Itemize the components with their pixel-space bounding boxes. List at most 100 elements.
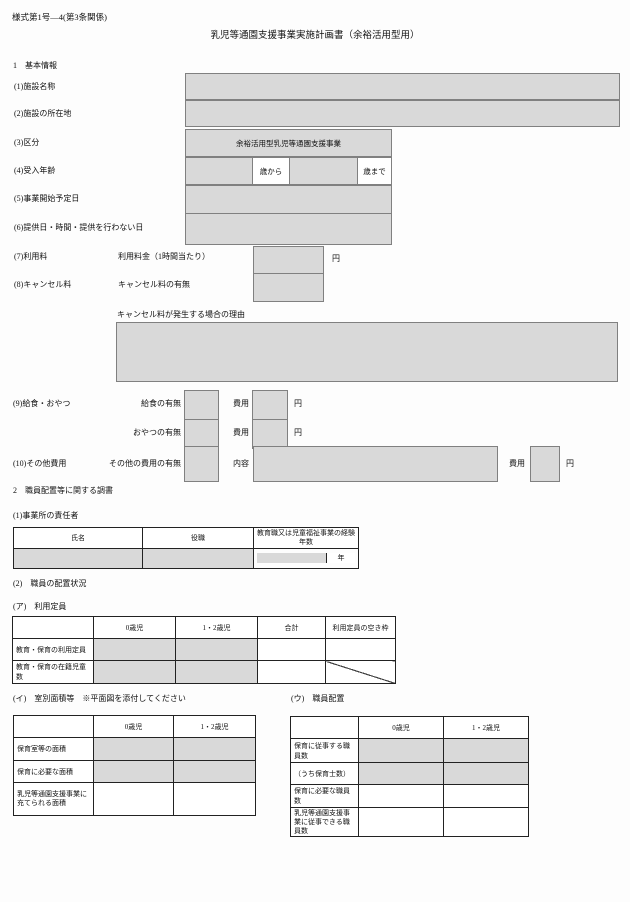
staff-available-age0-cell[interactable]: [358, 806, 444, 838]
staff-corner-cell: [290, 716, 359, 739]
other-presence-field[interactable]: [184, 446, 219, 482]
cancel-label: (8)キャンセル料: [14, 280, 72, 289]
other-content-field[interactable]: [253, 446, 498, 482]
area-allocated-age12-cell[interactable]: [173, 782, 256, 816]
staffing-heading: (2) 職員の配置状況: [13, 579, 87, 588]
area-row-room-label: 保育室等の面積: [13, 737, 94, 761]
manager-name-cell[interactable]: [13, 547, 143, 569]
staff-licensed-age0-cell[interactable]: [358, 762, 444, 785]
age-from-field[interactable]: [186, 158, 252, 184]
section1-heading: 1 基本情報: [13, 61, 57, 70]
start-date-field[interactable]: [185, 185, 392, 214]
schedule-label: (6)提供日・時間・提供を行わない日: [14, 223, 144, 232]
capacity-table: 0歳児 1・2歳児 合計 利用定員の空き枠 教育・保育の利用定員 教育・保育の在…: [12, 616, 396, 684]
meal-presence-label: 給食の有無: [141, 399, 181, 408]
address-field[interactable]: [185, 100, 620, 127]
manager-col-role: 役職: [142, 527, 254, 549]
staff-required-age12-cell[interactable]: [443, 784, 529, 808]
cancel-presence-field[interactable]: [253, 273, 324, 302]
capacity-col-vacancy: 利用定員の空き枠: [325, 616, 396, 639]
meal-presence-field[interactable]: [184, 390, 219, 420]
snack-cost-label: 費用: [233, 428, 249, 437]
staff-required-age0-cell[interactable]: [358, 784, 444, 808]
snack-presence-label: おやつの有無: [133, 428, 181, 437]
snack-yen-label: 円: [294, 428, 302, 437]
age-from-suffix: 歳から: [252, 158, 289, 184]
staff-licensed-age12-cell[interactable]: [443, 762, 529, 785]
capacity-enrolled-vacancy-diagonal-cell: [325, 660, 396, 684]
capacity-row-quota-label: 教育・保育の利用定員: [12, 638, 94, 661]
capacity-enrolled-age0-cell[interactable]: [93, 660, 176, 684]
manager-heading: (1)事業所の責任者: [13, 511, 79, 520]
area-row-allocated-label: 乳児等通園支援事業に充てられる面積: [13, 782, 94, 816]
staff-row-available-label: 乳児等通園支援事業に従事できる職員数: [290, 806, 359, 838]
staff-engaged-age0-cell[interactable]: [358, 738, 444, 763]
capacity-col-total: 合計: [257, 616, 326, 639]
meal-cost-field[interactable]: [252, 390, 288, 420]
staff-row-required-label: 保育に必要な職員数: [290, 784, 359, 808]
facility-name-field[interactable]: [185, 73, 620, 100]
staff-available-age12-cell[interactable]: [443, 806, 529, 838]
category-value: 余裕活用型乳児等通園支援事業: [236, 138, 341, 148]
manager-experience-input[interactable]: [257, 553, 327, 563]
page-title: 乳児等通園支援事業実施計画書（余裕活用型用）: [210, 31, 420, 41]
snack-cost-field[interactable]: [252, 419, 288, 449]
cancel-presence-label: キャンセル料の有無: [118, 280, 190, 289]
category-field[interactable]: 余裕活用型乳児等通園支援事業: [185, 129, 392, 157]
age-range-band: 歳から 歳まで: [185, 157, 392, 185]
staff-table: 0歳児 1・2歳児 保育に従事する職員数 （うち保育士数） 保育に必要な職員数 …: [290, 716, 529, 838]
meal-section-label: (9)給食・おやつ: [13, 399, 71, 408]
cancel-reason-field[interactable]: [116, 322, 618, 382]
other-yen-label: 円: [566, 459, 574, 468]
schedule-field[interactable]: [185, 213, 392, 245]
area-corner-cell: [13, 715, 94, 738]
other-cost-field[interactable]: [530, 446, 560, 482]
age-to-field[interactable]: [289, 158, 357, 184]
capacity-enrolled-age12-cell[interactable]: [175, 660, 258, 684]
capacity-quota-vacancy-cell[interactable]: [325, 638, 396, 661]
capacity-heading: (ア) 利用定員: [13, 602, 67, 611]
capacity-col-age12: 1・2歳児: [175, 616, 258, 639]
staff-col-age0: 0歳児: [358, 716, 444, 739]
staff-row-licensed-label: （うち保育士数）: [290, 762, 359, 785]
area-heading: (イ) 室別面積等 ※平面図を添付してください: [13, 694, 186, 703]
area-col-age0: 0歳児: [93, 715, 174, 738]
staff-row-engaged-label: 保育に従事する職員数: [290, 738, 359, 763]
fee-rate-label: 利用料金（1時間当たり）: [118, 252, 210, 261]
staff-col-age12: 1・2歳児: [443, 716, 529, 739]
facility-name-label: (1)施設名称: [14, 82, 56, 91]
manager-table: 氏名 役職 教育職又は児童福祉事業の経験年数 年: [13, 527, 359, 569]
form-number: 様式第1号—4(第3条関係): [12, 12, 107, 22]
capacity-quota-total-cell[interactable]: [257, 638, 326, 661]
area-room-age12-cell[interactable]: [173, 737, 256, 761]
manager-col-name: 氏名: [13, 527, 143, 549]
area-allocated-age0-cell[interactable]: [93, 782, 174, 816]
fee-field[interactable]: [253, 246, 324, 274]
meal-cost-label: 費用: [233, 399, 249, 408]
capacity-row-enrolled-label: 教育・保育の在籍児童数: [12, 660, 94, 684]
area-col-age12: 1・2歳児: [173, 715, 256, 738]
fee-yen-label: 円: [332, 254, 340, 263]
section2-heading: 2 職員配置等に関する調書: [13, 486, 113, 495]
other-cost-label: 費用: [509, 459, 525, 468]
staff-engaged-age12-cell[interactable]: [443, 738, 529, 763]
other-content-label: 内容: [233, 459, 249, 468]
age-label: (4)受入年齢: [14, 166, 56, 175]
manager-role-cell[interactable]: [142, 547, 254, 569]
manager-col-experience: 教育職又は児童福祉事業の経験年数: [253, 527, 359, 549]
address-label: (2)施設の所在地: [14, 109, 72, 118]
capacity-quota-age12-cell[interactable]: [175, 638, 258, 661]
area-room-age0-cell[interactable]: [93, 737, 174, 761]
capacity-quota-age0-cell[interactable]: [93, 638, 176, 661]
area-required-age0-cell[interactable]: [93, 760, 174, 783]
area-required-age12-cell[interactable]: [173, 760, 256, 783]
manager-experience-cell: 年: [253, 547, 359, 569]
meal-yen-label: 円: [294, 399, 302, 408]
capacity-corner-cell: [12, 616, 94, 639]
capacity-enrolled-total-cell[interactable]: [257, 660, 326, 684]
snack-presence-field[interactable]: [184, 419, 219, 449]
category-label: (3)区分: [14, 138, 40, 147]
area-row-required-label: 保育に必要な面積: [13, 760, 94, 783]
other-presence-label: その他の費用の有無: [109, 459, 181, 468]
